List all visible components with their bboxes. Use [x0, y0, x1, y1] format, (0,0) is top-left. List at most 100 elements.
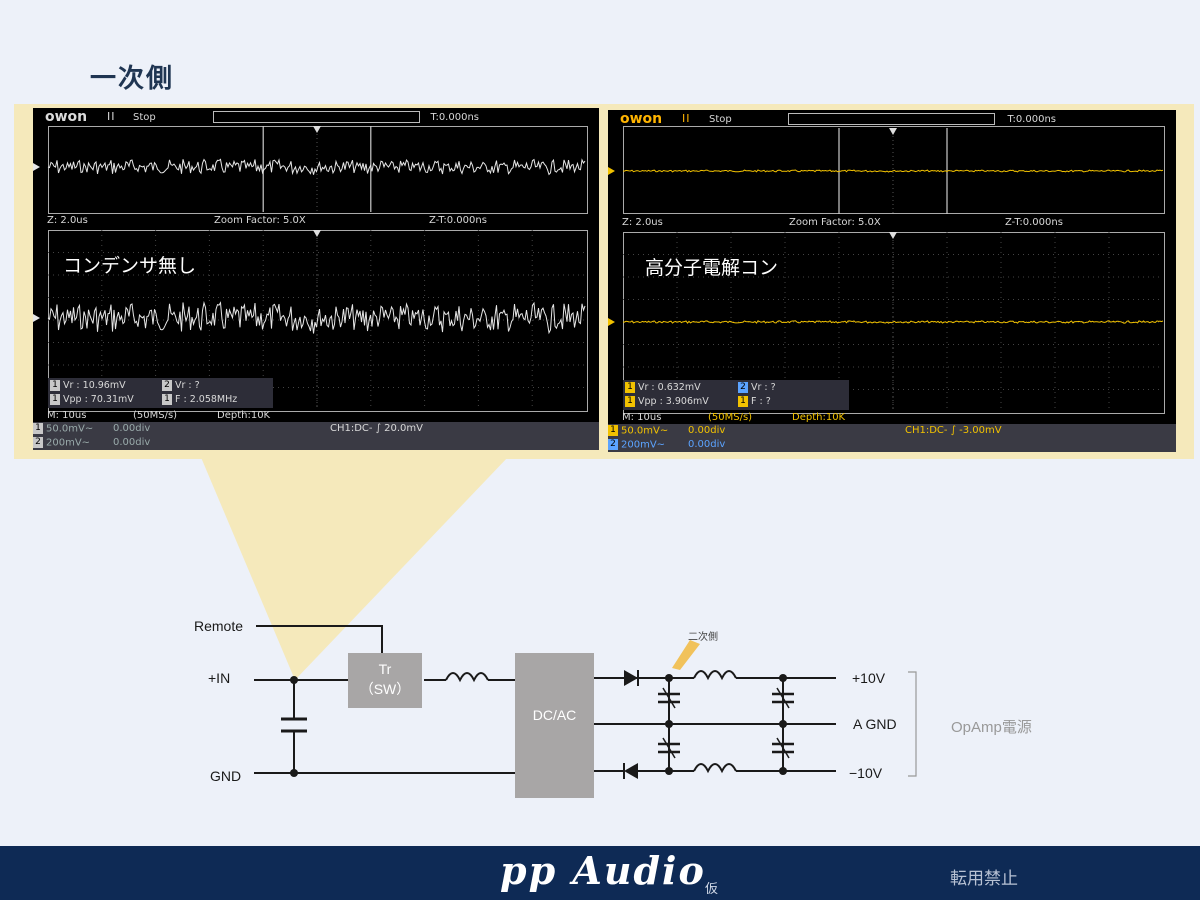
- input-positive-label: +IN: [208, 670, 231, 686]
- ch1-chip: 1: [608, 425, 618, 436]
- page-title: 一次側: [90, 64, 175, 94]
- ch1-chip: 1: [33, 423, 43, 434]
- ch-chip: 2: [162, 380, 172, 391]
- ch-chip: 2: [738, 382, 748, 393]
- zoom-factor: Zoom Factor: 5.0X: [214, 215, 306, 226]
- overview-trace: [47, 158, 586, 176]
- switch-label-top: Tr: [378, 661, 392, 677]
- trigger-edge-icon: ∫: [947, 425, 960, 436]
- channel-marker: [33, 163, 40, 171]
- converter-label: DC/AC: [532, 707, 577, 723]
- scope-right: owon II Stop T:0.000ns Z: 2.0us Zoom Fac…: [608, 110, 1176, 452]
- overview-grid: [623, 126, 1165, 214]
- footer-notice: 転用禁止: [950, 869, 1018, 889]
- overview-trace: [622, 169, 1164, 173]
- vr2-value: Vr : ?: [175, 380, 200, 391]
- run-state: Stop: [709, 114, 732, 125]
- channel-marker: [608, 167, 615, 175]
- pause-indicator: II: [682, 112, 691, 125]
- switch-block: Tr （SW）: [348, 653, 422, 708]
- condition-label: 高分子電解コン: [645, 257, 779, 279]
- ch2-scale: 200mV~: [46, 437, 91, 449]
- channel-marker: [33, 314, 40, 322]
- status-depth: Depth:10K: [792, 412, 846, 423]
- output-negative-label: −10V: [849, 765, 883, 781]
- condition-label: コンデンサ無し: [63, 255, 197, 277]
- ch1-pos: 0.00div: [113, 423, 151, 434]
- trigger-edge-icon: ∫: [372, 423, 385, 434]
- ch1-scale: 50.0mV~: [46, 423, 94, 435]
- secondary-note: 二次側: [688, 632, 718, 643]
- pause-indicator: II: [107, 110, 116, 123]
- trigger-marker: [889, 232, 897, 239]
- converter-block: DC/AC: [515, 653, 594, 798]
- freq-value: F : ?: [751, 396, 771, 407]
- remote-label: Remote: [194, 618, 244, 634]
- ch-chip: 1: [50, 380, 60, 391]
- scope-header: owon II Stop T:0.000ns: [608, 110, 1176, 128]
- vr2-value: Vr : ?: [751, 382, 776, 393]
- status-rate: (50MS/s): [133, 410, 178, 421]
- ch-chip: 1: [625, 382, 635, 393]
- trigger-marker: [313, 126, 321, 133]
- zoom-z: Z: 2.0us: [47, 215, 88, 226]
- scope-left: owon II Stop T:0.000ns Z: 2.0us Zoom Fac…: [33, 108, 599, 450]
- channel-marker: [608, 318, 615, 326]
- trigger-level: -3.00mV: [959, 425, 1002, 436]
- ch-chip: 1: [50, 394, 60, 405]
- ch-chip: 1: [738, 396, 748, 407]
- vpp-value: Vpp : 70.31mV: [63, 394, 134, 405]
- opamp-supply-label: OpAmp電源: [951, 719, 1032, 736]
- ch1-pos: 0.00div: [688, 425, 726, 436]
- output-gnd-label: A GND: [853, 716, 897, 732]
- trigger-info: CH1:DC-: [905, 425, 948, 436]
- trigger-marker: [889, 128, 897, 135]
- trigger-time: T:0.000ns: [1007, 114, 1056, 125]
- ch2-chip: 2: [608, 439, 618, 450]
- trigger-level: 20.0mV: [384, 423, 423, 434]
- footer-bar: [0, 846, 1200, 900]
- status-m: M: 10us: [622, 412, 662, 423]
- zoom-zt: Z-T:0.000ns: [429, 215, 487, 226]
- output-positive-label: +10V: [852, 670, 886, 686]
- trigger-marker: [313, 230, 321, 237]
- ch2-chip: 2: [33, 437, 43, 448]
- zoom-zt: Z-T:0.000ns: [1005, 217, 1063, 228]
- waveform-canvas: [608, 128, 1164, 412]
- switch-label-bottom: （SW）: [359, 681, 411, 697]
- ch2-pos: 0.00div: [688, 439, 726, 450]
- zoom-trace: [622, 320, 1164, 324]
- ch2-scale: 200mV~: [621, 439, 666, 451]
- ch-chip: 1: [625, 396, 635, 407]
- ch-chip: 1: [162, 394, 172, 405]
- zoom-trace: [47, 300, 586, 335]
- scope-brand: owon: [45, 109, 88, 125]
- scope-brand: owon: [620, 111, 663, 127]
- timebase-bar: [788, 113, 995, 125]
- status-m: M: 10us: [47, 410, 87, 421]
- run-state: Stop: [133, 112, 156, 123]
- status-rate: (50MS/s): [708, 412, 753, 423]
- timebase-bar: [213, 111, 420, 123]
- footer-brand-suffix: 仮: [705, 882, 719, 897]
- footer-brand: pp Audio: [500, 848, 706, 893]
- vr-value: Vr : 0.632mV: [638, 382, 701, 393]
- freq-value: F : 2.058MHz: [175, 394, 238, 405]
- ground-label: GND: [210, 768, 242, 784]
- ch2-pos: 0.00div: [113, 437, 151, 448]
- trigger-info: CH1:DC-: [330, 423, 373, 434]
- vr-value: Vr : 10.96mV: [63, 380, 126, 391]
- zoom-factor: Zoom Factor: 5.0X: [789, 217, 881, 228]
- status-depth: Depth:10K: [217, 410, 271, 421]
- ch1-scale: 50.0mV~: [621, 425, 669, 437]
- scope-header: owon II Stop T:0.000ns: [33, 108, 599, 126]
- zoom-z: Z: 2.0us: [622, 217, 663, 228]
- vpp-value: Vpp : 3.906mV: [638, 396, 709, 407]
- trigger-time: T:0.000ns: [430, 112, 479, 123]
